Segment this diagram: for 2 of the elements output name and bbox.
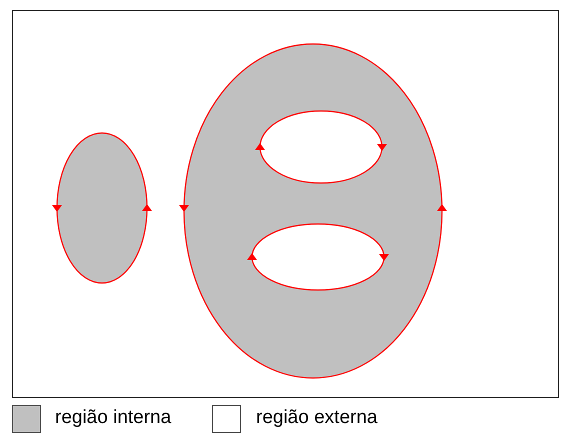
legend-label: região interna xyxy=(55,406,172,430)
legend-label: região externa xyxy=(256,406,378,430)
